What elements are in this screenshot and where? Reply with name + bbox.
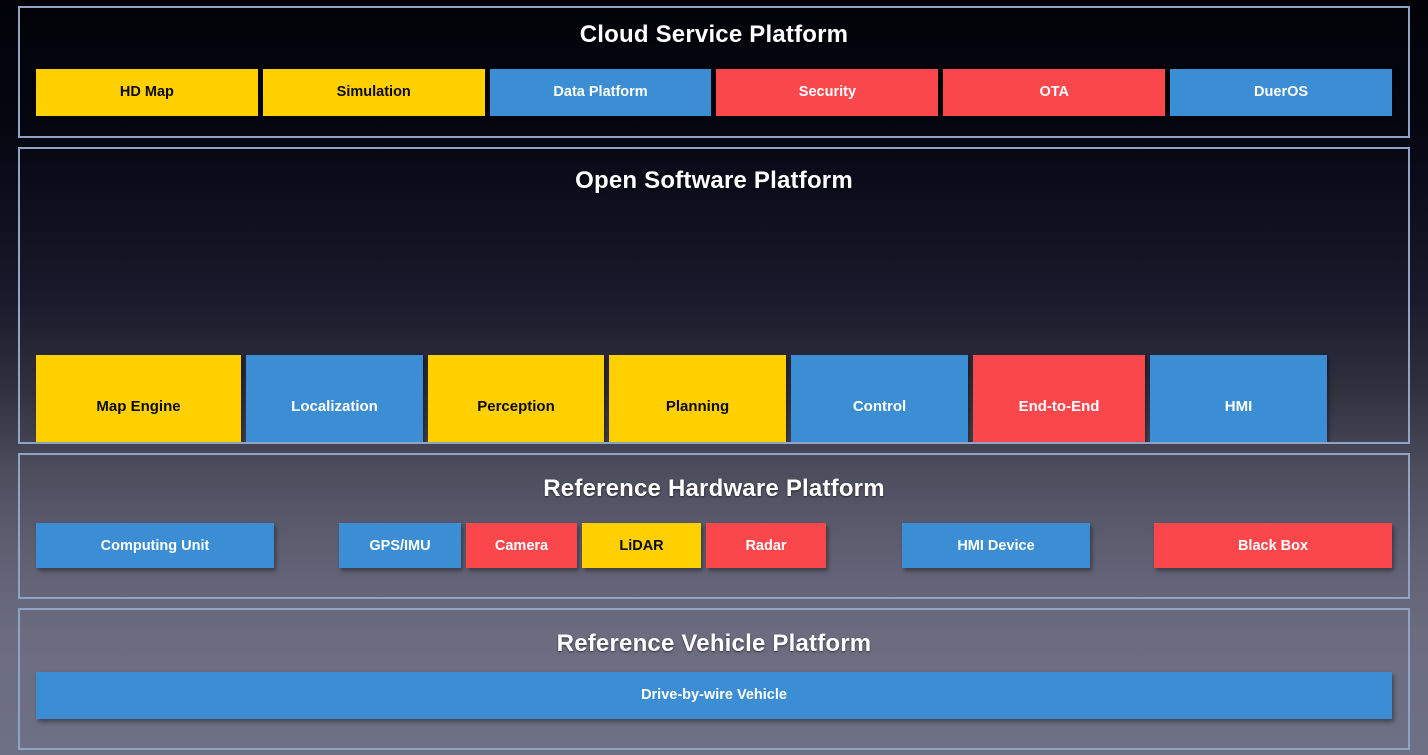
block-label: OTA [1039,84,1069,101]
layer-reference-hardware-platform: Reference Hardware Platform Computing Un… [18,453,1410,600]
layer-title-cloud: Cloud Service Platform [579,21,849,48]
layer-title-software: Open Software Platform [575,166,853,194]
layer-title-hardware: Reference Hardware Platform [543,475,885,503]
block-label: Black Box [1237,537,1309,554]
block-label: Radar [745,537,787,554]
software-module-end-to-end[interactable]: End-to-End [973,354,1145,443]
cloud-block-ota[interactable]: OTA [943,69,1166,116]
hardware-block-radar[interactable]: Radar [706,523,826,569]
block-label: Drive-by-wire Vehicle [641,687,787,704]
block-label: DuerOS [1254,84,1309,101]
hardware-block-lidar[interactable]: LiDAR [582,523,701,569]
hardware-block-black-box[interactable]: Black Box [1154,523,1392,569]
cloud-block-dueros[interactable]: DuerOS [1170,69,1392,116]
cloud-block-hd-map[interactable]: HD Map [36,69,258,116]
cloud-block-simulation[interactable]: Simulation [262,69,485,116]
layer-reference-vehicle-platform: Reference Vehicle Platform Drive-by-wire… [18,608,1410,750]
block-label: Planning [665,397,730,415]
software-module-planning[interactable]: Planning [609,354,786,443]
hardware-block-computing-unit[interactable]: Computing Unit [36,523,274,569]
vehicle-bar-drive-by-wire-vehicle[interactable]: Drive-by-wire Vehicle [36,672,1392,720]
layer-title-vehicle: Reference Vehicle Platform [556,630,872,658]
software-module-row: Map Engine Localization Perception Planning… [36,354,1332,443]
software-module-localization[interactable]: Localization [246,354,423,443]
block-label: HD Map [119,84,174,101]
software-module-hmi[interactable]: HMI [1150,354,1327,443]
block-label: Map Engine [96,397,181,415]
block-label: Computing Unit [100,537,210,554]
block-label: Simulation [336,84,411,101]
vehicle-bar-row: Drive-by-wire Vehicle [36,672,1392,720]
cloud-block-security[interactable]: Security [716,69,939,116]
block-label: HMI [1224,397,1253,415]
block-label: Security [798,84,857,101]
hardware-block-gps-imu[interactable]: GPS/IMU [339,523,461,569]
block-label: Control [852,397,907,415]
block-label: HMI Device [957,537,1035,554]
cloud-block-data-platform[interactable]: Data Platform [489,69,712,116]
hardware-block-hmi-device[interactable]: HMI Device [902,523,1090,569]
layer-open-software-platform: Open Software Platform Map Engine Localiz… [18,146,1410,445]
block-label: LiDAR [619,537,664,554]
block-label: Data Platform [553,84,648,101]
software-module-control[interactable]: Control [791,354,968,443]
hardware-block-camera[interactable]: Camera [466,523,577,569]
software-module-map-engine[interactable]: Map Engine [36,354,241,443]
block-label: Localization [291,397,378,415]
block-label: Camera [494,537,549,554]
block-label: GPS/IMU [369,537,431,554]
cloud-block-row: HD Map Simulation Data Platform Security OTA… [36,69,1392,116]
software-module-perception[interactable]: Perception [428,354,604,443]
layer-cloud-service-platform: Cloud Service Platform HD Map Simulation D… [18,6,1410,138]
block-label: End-to-End [1018,397,1100,415]
block-label: Perception [477,397,555,415]
